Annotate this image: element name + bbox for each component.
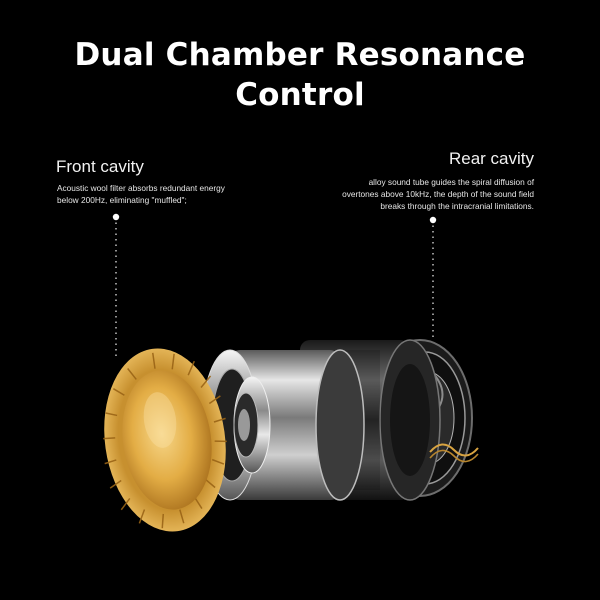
magnet-housing [201, 349, 365, 501]
front-cavity-description: Acoustic wool filter absorbs redundant e… [57, 183, 225, 205]
front-cavity-title: Front cavity [56, 157, 144, 176]
gold-diaphragm [103, 348, 227, 532]
rear-cavity-title: Rear cavity [448, 149, 534, 168]
headline-line-2: Control [235, 77, 365, 113]
headline: Dual Chamber Resonance Control [0, 35, 600, 115]
gold-spring-contact [429, 443, 479, 463]
headline-line-1: Dual Chamber Resonance [74, 37, 526, 73]
voice-coil [233, 376, 271, 474]
rear-cavity-description: alloy sound tube guides the spiral diffu… [342, 177, 534, 211]
rear-cavity-leader [429, 216, 437, 340]
front-cavity-leader [112, 213, 120, 360]
